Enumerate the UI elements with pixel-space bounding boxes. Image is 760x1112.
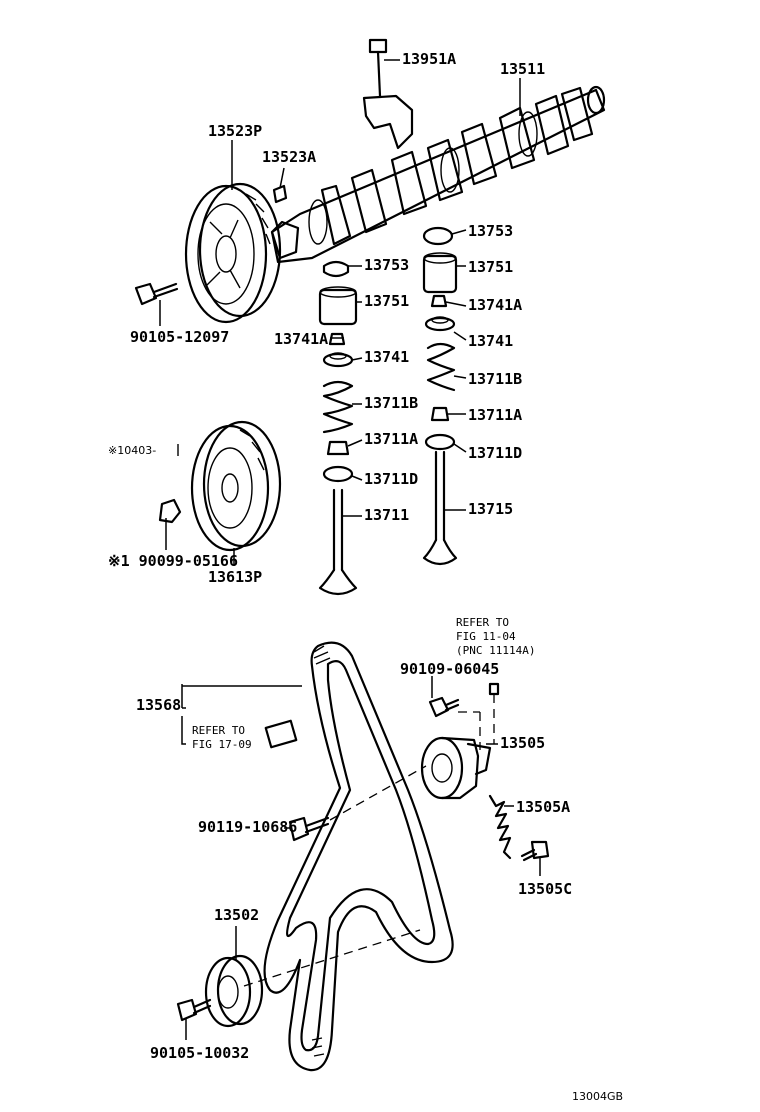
camshaft (270, 85, 606, 264)
belt-tag (264, 719, 298, 749)
label-13741-right: 13741 (468, 332, 513, 350)
label-13523P: 13523P (208, 122, 262, 140)
bolt-90109-06045 (428, 696, 460, 718)
label-13711B-right: 13711B (468, 370, 522, 388)
label-13751-left: 13751 (364, 292, 409, 310)
label-13741-left: 13741 (364, 348, 409, 366)
label-13711A-right: 13711A (468, 406, 522, 424)
label-13511: 13511 (500, 60, 545, 78)
label-13711: 13711 (364, 506, 409, 524)
valve-stack-right (422, 226, 458, 566)
idler-pulley-13502 (204, 954, 264, 1028)
label-13751-right: 13751 (468, 258, 513, 276)
label-90105-10032: 90105-10032 (150, 1044, 249, 1062)
pulley-pin (272, 184, 288, 204)
timing-belt (263, 641, 454, 1072)
bolt-90105-10032 (176, 998, 212, 1022)
label-13505A: 13505A (516, 798, 570, 816)
label-13753-left: 13753 (364, 256, 409, 274)
label-10403: ※10403- (108, 444, 156, 457)
pin-11114A (488, 682, 500, 696)
label-13711B-left: 13711B (364, 394, 418, 412)
note-refer-11-04-line1: REFER TO (456, 616, 509, 629)
label-90119-10686: 90119-10686 (198, 818, 297, 836)
label-13711D-right: 13711D (468, 444, 522, 462)
label-13741A-right: 13741A (468, 296, 522, 314)
bolt-90119-10686 (288, 816, 330, 842)
label-90109-06045: 90109-06045 (400, 660, 499, 678)
valve-stack-left (318, 260, 358, 596)
note-refer-17-09-line2: FIG 17-09 (192, 738, 252, 751)
label-13505C: 13505C (518, 880, 572, 898)
tension-spring-13505A (488, 794, 512, 860)
label-13753-right: 13753 (468, 222, 513, 240)
bolt-13505C (520, 840, 550, 862)
label-90099-05166: ※1 90099-05166 (108, 552, 238, 570)
camshaft-pulley (184, 182, 282, 324)
bearing-cap-13951A (362, 38, 414, 150)
label-13502: 13502 (214, 906, 259, 924)
nut-90099-05166 (158, 498, 182, 524)
label-13711D-left: 13711D (364, 470, 418, 488)
crankshaft-pulley (190, 420, 282, 552)
label-13613P: 13613P (208, 568, 262, 586)
figure-code: 13004GB (572, 1090, 623, 1103)
label-13741A-left: 13741A (274, 330, 328, 348)
label-13715: 13715 (468, 500, 513, 518)
leader-lines (159, 59, 541, 1040)
label-90105-12097: 90105-12097 (130, 328, 229, 346)
label-13505: 13505 (500, 734, 545, 752)
label-13951A: 13951A (402, 50, 456, 68)
label-13568: 13568 (136, 696, 181, 714)
bolt-90105-12097 (134, 282, 179, 306)
note-refer-17-09-line1: REFER TO (192, 724, 245, 737)
label-13711A-left: 13711A (364, 430, 418, 448)
note-refer-11-04-line2: FIG 11-04 (456, 630, 516, 643)
note-refer-11-04-line3: (PNC 11114A) (456, 644, 535, 657)
assembly-lines (243, 694, 495, 987)
label-13523A: 13523A (262, 148, 316, 166)
